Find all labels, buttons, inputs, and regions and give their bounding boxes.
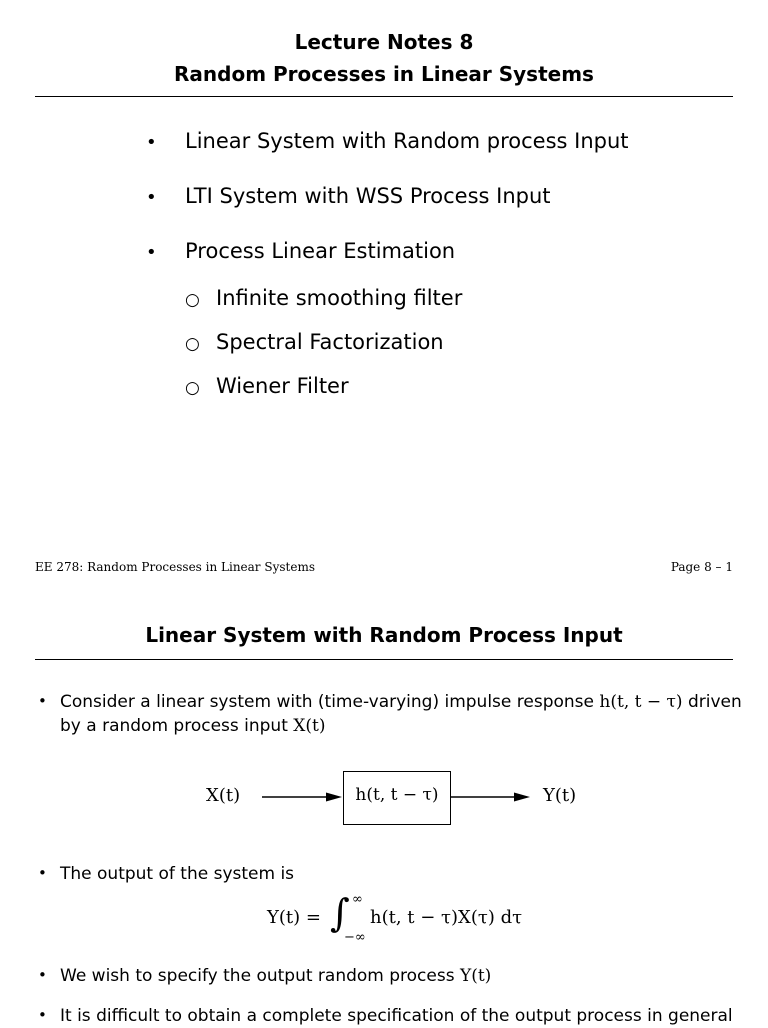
bullet-dot: •	[38, 1006, 47, 1024]
bullet-dot: •	[38, 692, 47, 710]
page2-title-rule	[35, 659, 733, 660]
page2-bullet1-line1: Consider a linear system with (time-vary…	[60, 690, 742, 714]
page1-footer-left: EE 278: Random Processes in Linear Syste…	[35, 560, 315, 574]
diagram-arrows	[262, 792, 530, 802]
page1-footer-page-number: Page 8 – 1	[670, 560, 733, 574]
bullet-item-1: Linear System with Random process Input	[185, 129, 629, 153]
subbullet-circle: ○	[185, 290, 200, 310]
page2-bullet1-line2: by a random process input X(t)	[60, 714, 325, 738]
equation-integrand: h(t, t − τ)X(τ) dτ	[370, 907, 523, 928]
bullet1-impulse-response: h(t, t − τ)	[599, 692, 683, 712]
arrow-head-icon	[326, 792, 342, 802]
page1-title-line2: Random Processes in Linear Systems	[174, 62, 594, 86]
bullet-item-2: LTI System with WSS Process Input	[185, 184, 551, 208]
integral-lower-limit: −∞	[344, 930, 366, 945]
bullet-dot: •	[38, 966, 47, 984]
bullet1-input-process: X(t)	[293, 716, 326, 736]
bullet1-line2-text: by a random process input	[60, 716, 288, 736]
integral-upper-limit: ∞	[352, 892, 363, 907]
diagram-system-block	[343, 771, 451, 825]
subbullet-item-2: Spectral Factorization	[216, 330, 444, 354]
diagram-block-label: h(t, t − τ)	[355, 785, 439, 805]
subbullet-item-1: Infinite smoothing filter	[216, 286, 463, 310]
diagram-output-label: Y(t)	[543, 785, 577, 806]
bullet-dot: •	[38, 864, 47, 882]
bullet3-text: We wish to specify the output random pro…	[60, 966, 455, 986]
subbullet-item-3: Wiener Filter	[216, 374, 349, 398]
integral-sign: ∫	[330, 891, 350, 935]
arrow-head-icon	[514, 792, 530, 802]
page2-bullet3: We wish to specify the output random pro…	[60, 964, 491, 988]
bullet1-text-a: Consider a linear system with (time-vary…	[60, 692, 594, 712]
diagram-input-label: X(t)	[206, 785, 241, 806]
page2-title: Linear System with Random Process Input	[145, 623, 623, 647]
bullet-item-3: Process Linear Estimation	[185, 239, 456, 263]
page1-title-line1: Lecture Notes 8	[294, 30, 474, 54]
subbullet-circle: ○	[185, 334, 200, 354]
bullet-dot: •	[146, 242, 157, 263]
page2-bullet2: The output of the system is	[60, 864, 295, 884]
bullet3-output-process: Y(t)	[459, 966, 492, 986]
page1-title-rule	[35, 96, 733, 97]
bullet-dot: •	[146, 132, 157, 153]
subbullet-circle: ○	[185, 378, 200, 398]
bullet-dot: •	[146, 187, 157, 208]
bullet1-text-b: driven	[687, 692, 742, 712]
page2-bullet4: It is difficult to obtain a complete spe…	[60, 1006, 733, 1026]
equation-lhs: Y(t) =	[267, 907, 321, 928]
